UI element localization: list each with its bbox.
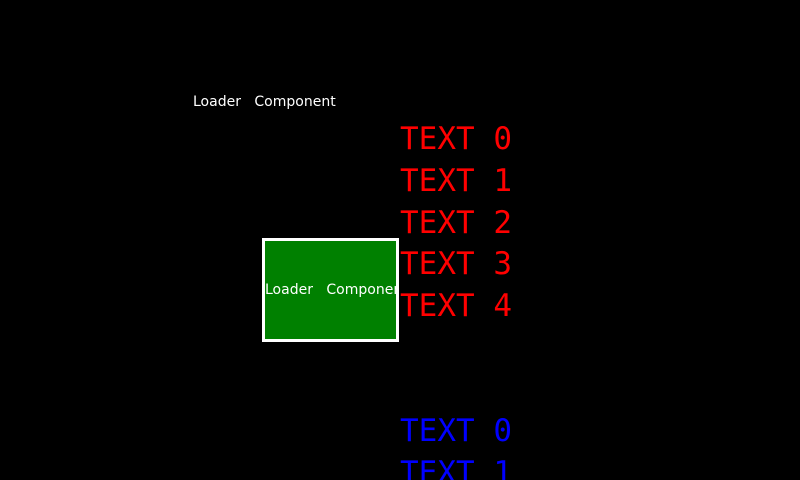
text-item: TEXT 3	[400, 246, 512, 283]
red-text-group: TEXT 0 TEXT 1 TEXT 2 TEXT 3 TEXT 4	[400, 119, 512, 327]
text-item: TEXT 4	[400, 288, 512, 325]
loader-box-label: Loader Component	[265, 282, 399, 298]
text-item: TEXT 0	[400, 413, 512, 450]
loader-component-label: Loader Component	[193, 94, 336, 110]
text-item: TEXT 2	[400, 204, 512, 241]
loader-component-box[interactable]: Loader Component	[262, 238, 399, 342]
text-item: TEXT 0	[400, 121, 512, 158]
text-item: TEXT 1	[400, 163, 512, 200]
text-item: TEXT 1	[400, 454, 512, 480]
